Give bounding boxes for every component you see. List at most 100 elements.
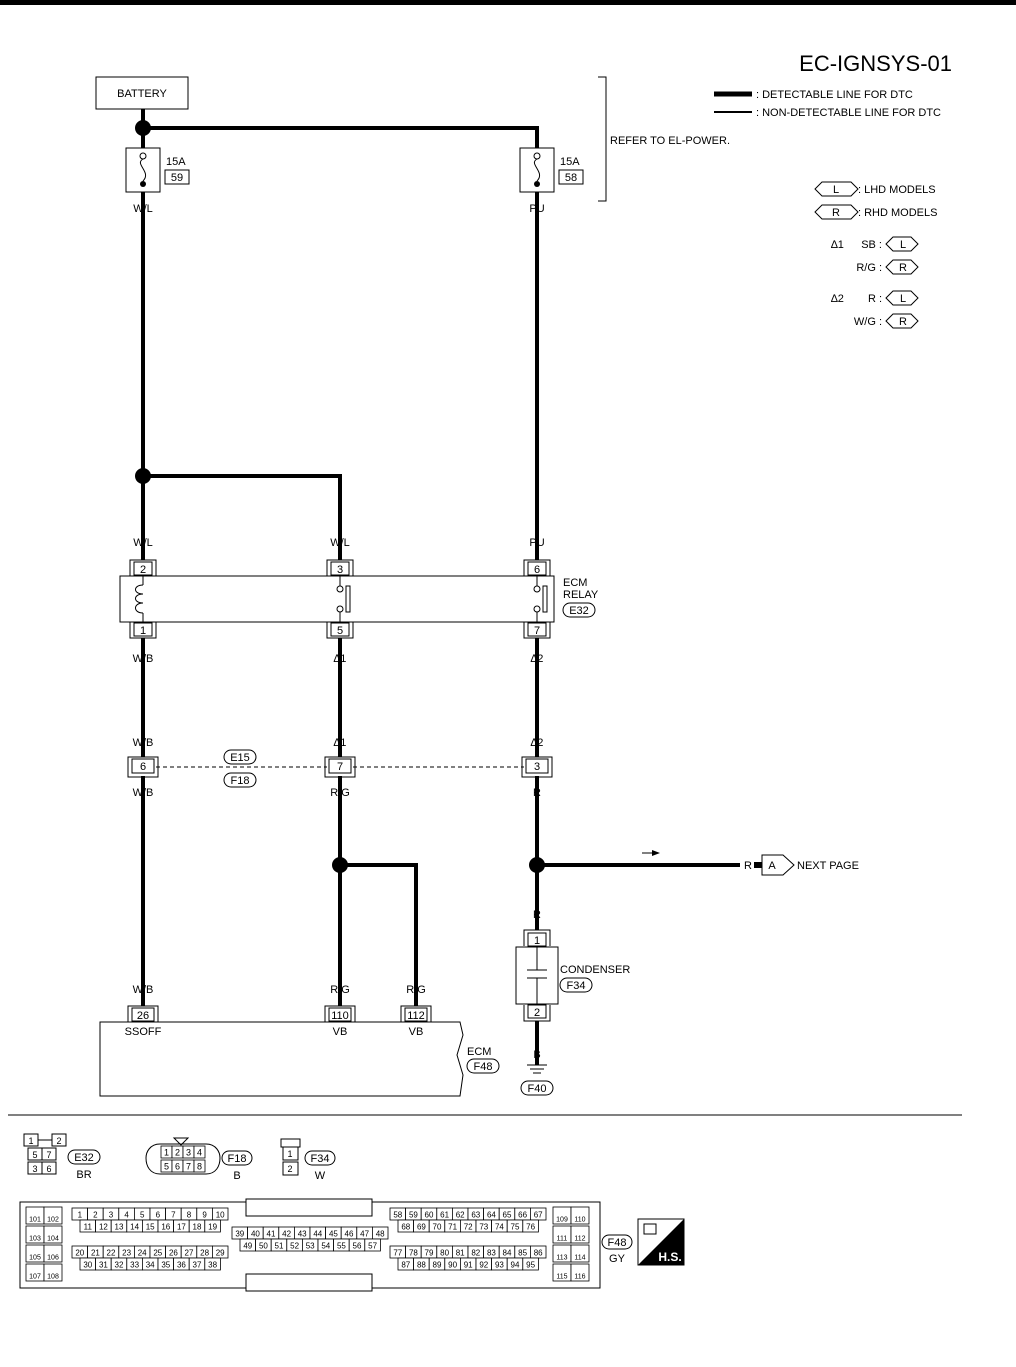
connector-f48-pin-number: 14: [130, 1223, 139, 1232]
connector-f48-pin-number: 80: [440, 1249, 449, 1258]
connector-f48-pin-number: 73: [479, 1223, 488, 1232]
connector-f48-pin-cell: [43, 1225, 63, 1244]
svg-text:3: 3: [337, 564, 343, 576]
ecm-module: 26 SSOFF 110 VB 112 VB ECM F48: [99, 1005, 500, 1097]
connector-f48-pin-number: 78: [409, 1249, 418, 1258]
refer-text: REFER TO EL-POWER.: [610, 135, 730, 147]
connector-f48-pin-number: 25: [153, 1249, 162, 1258]
connector-f48-pin-number: 53: [306, 1242, 315, 1251]
connector-f48-pin-number: 34: [146, 1261, 155, 1270]
svg-text:1: 1: [28, 1136, 33, 1146]
condenser-label: CONDENSER: [560, 964, 630, 976]
connector-f48-pin-number: 36: [177, 1261, 186, 1270]
relay-label-1: ECM: [563, 577, 587, 589]
connector-f48-pin-number: 13: [115, 1223, 124, 1232]
joint-connector-top: E15: [230, 752, 250, 764]
connector-f48-pin-number: 112: [574, 1236, 585, 1243]
connector-f48-pin-number: 23: [122, 1249, 131, 1258]
svg-text:W/B: W/B: [133, 653, 154, 665]
connector-f18-pin-number: 5: [164, 1162, 169, 1172]
ecm-connector-id: F48: [474, 1061, 493, 1073]
connector-f48-pin-number: 105: [29, 1255, 41, 1262]
connector-f48-pin-number: 88: [417, 1261, 426, 1270]
wire-labels: W/L W/L PU W/B ∆1 ∆2 W/B ∆1 ∆2 W/B R/G R…: [133, 537, 545, 1061]
connector-f48-pin-number: 110: [574, 1217, 585, 1224]
connector-f48-pin-number: 64: [487, 1211, 496, 1220]
connector-f48-pin-number: 71: [448, 1223, 457, 1232]
next-page-letter: A: [768, 860, 776, 872]
connector-f48-pin-number: 22: [107, 1249, 116, 1258]
svg-text:R :: R :: [868, 293, 882, 305]
connector-f48-pin-number: 62: [456, 1211, 465, 1220]
legend-non-detectable: : NON-DETECTABLE LINE FOR DTC: [756, 107, 941, 119]
svg-text:SB :: SB :: [861, 239, 882, 251]
connector-f48-pin-number: 83: [487, 1249, 496, 1258]
ecm-label: ECM: [467, 1046, 491, 1058]
connector-f48-pin-number: 18: [193, 1223, 202, 1232]
connector-f48-pin-number: 114: [574, 1255, 585, 1262]
refer-bracket: [598, 76, 607, 202]
connector-f48-pin-cell: [570, 1225, 590, 1244]
splice-points: [135, 120, 545, 873]
connector-f48-pin-number: 50: [259, 1242, 268, 1251]
fuse-59-amp: 15A: [166, 156, 186, 168]
connector-f48-pin-number: 60: [425, 1211, 434, 1220]
connector-f48-pin-number: 15: [146, 1223, 155, 1232]
connector-f48-pin-number: 89: [433, 1261, 442, 1270]
connector-f48-pin-cell: [570, 1206, 590, 1225]
svg-text:7: 7: [46, 1150, 51, 1160]
svg-text:6: 6: [140, 761, 146, 773]
ground-symbol: F40: [520, 1064, 554, 1096]
connector-f48-pin-number: 10: [216, 1211, 225, 1220]
svg-text:L: L: [900, 293, 906, 305]
hs-badge-icon: H.S.: [637, 1218, 685, 1266]
connector-f48-pin-cell: [43, 1206, 63, 1225]
connector-f18-pin-number: 6: [175, 1162, 180, 1172]
connector-f48-pin-cell: [364, 1238, 381, 1252]
connector-f48-pin-number: 9: [202, 1211, 207, 1220]
connector-f48-pin-number: 17: [177, 1223, 186, 1232]
svg-text:∆1: ∆1: [334, 653, 347, 665]
connector-f48-pin-number: 24: [138, 1249, 147, 1258]
svg-text:2: 2: [287, 1164, 292, 1174]
connector-f48-pin-number: 68: [401, 1223, 410, 1232]
svg-text:26: 26: [137, 1010, 149, 1022]
joint-connector: 6 7 3 E15 F18: [127, 749, 553, 788]
svg-text:W/B: W/B: [133, 737, 154, 749]
rhd-legend-text: : RHD MODELS: [858, 207, 937, 219]
connector-f48-pin-number: 66: [518, 1211, 527, 1220]
connector-f48-pin-number: 85: [518, 1249, 527, 1258]
next-page-text: NEXT PAGE: [797, 860, 859, 872]
connector-f48-pin-number: 21: [91, 1249, 100, 1258]
connector-f48-pin-number: 65: [503, 1211, 512, 1220]
connector-f48-pin-number: 67: [534, 1211, 543, 1220]
connector-f48-pin-number: 109: [556, 1217, 568, 1224]
connector-f34: 1 2 F34 W: [280, 1138, 336, 1182]
fuse-59: 15A 59 W/L: [125, 147, 190, 215]
hs-badge-text: H.S.: [658, 1250, 681, 1264]
connector-f48-pin-number: 81: [456, 1249, 465, 1258]
svg-text:R/G: R/G: [406, 984, 426, 996]
svg-text:∆1: ∆1: [334, 737, 347, 749]
connector-f48-pin-number: 76: [526, 1223, 535, 1232]
svg-text:7: 7: [534, 625, 540, 637]
connector-f48-pin-number: 6: [156, 1211, 161, 1220]
connector-f18-pin-cell: [193, 1145, 206, 1159]
svg-text:3: 3: [32, 1164, 37, 1174]
connector-f48-pin-number: 75: [511, 1223, 520, 1232]
connector-f18-pin-cell: [193, 1159, 206, 1173]
connector-f48-pin-number: 7: [171, 1211, 176, 1220]
connector-f48-pin-number: 1: [78, 1211, 83, 1220]
connector-f18-color: B: [233, 1170, 240, 1182]
connector-f48-pin-number: 102: [47, 1217, 59, 1224]
connector-f48-pin-number: 12: [99, 1223, 108, 1232]
connector-e32-color: BR: [76, 1169, 91, 1181]
connector-f48-pin-number: 94: [511, 1261, 520, 1270]
svg-text:W/L: W/L: [330, 537, 350, 549]
connector-f48-pin-number: 106: [47, 1255, 59, 1262]
svg-text:5: 5: [337, 625, 343, 637]
ecm-pin-ssoff: SSOFF: [125, 1026, 162, 1038]
connector-f48-pin-number: 47: [360, 1230, 369, 1239]
connector-f48-pin-number: 103: [29, 1236, 41, 1243]
